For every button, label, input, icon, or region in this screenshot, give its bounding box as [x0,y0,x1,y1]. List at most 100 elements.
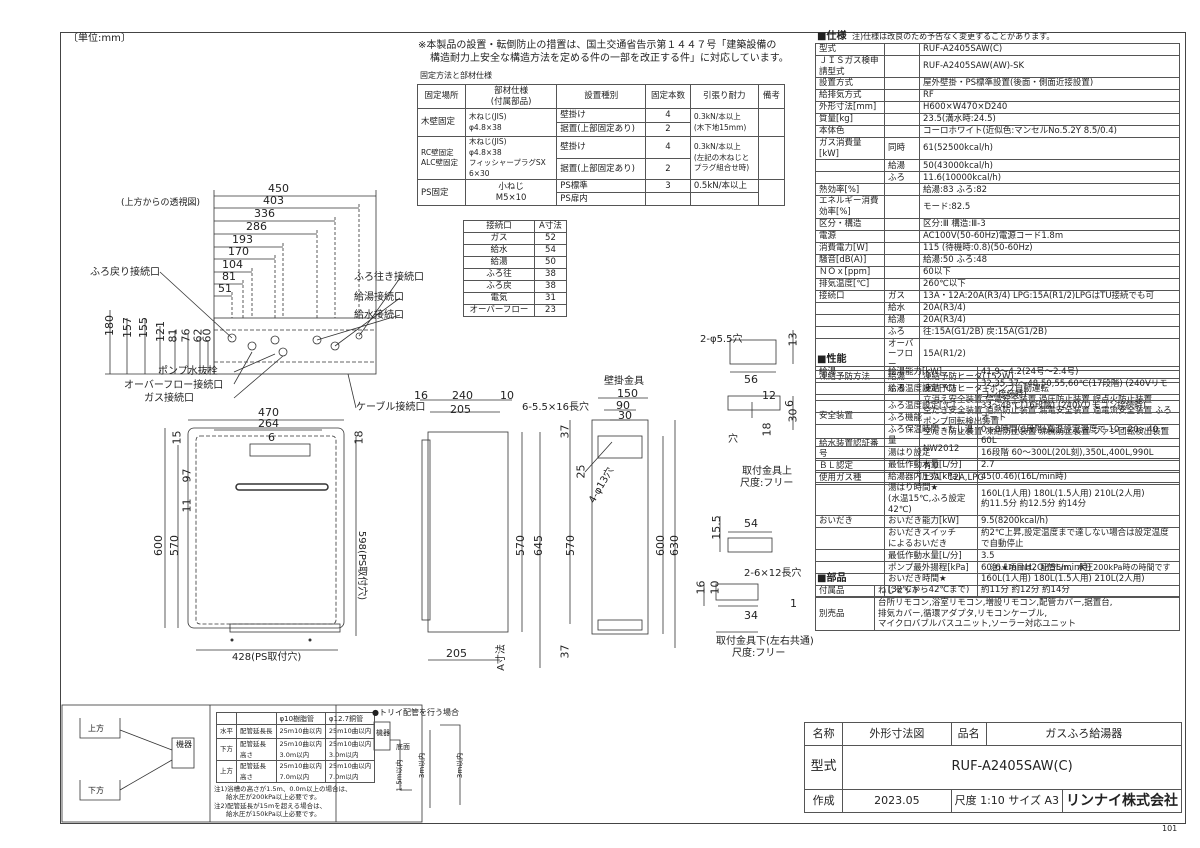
fit-bot-title: 取付金具下(左右共通) [716,636,814,647]
label-furo-return: ふろ戻り接続口 [90,267,160,278]
bracket-150: 150 [617,387,638,400]
label-hot: 給湯接続口 [354,292,404,303]
bracket-37: 37 [558,424,572,439]
spec-label: エネルギー消費効率[%] [815,195,885,219]
fix-part: 木ねじ(JIS) φ4.8×38 [464,108,558,137]
spec-label: 騒音[dB(A)] [815,253,885,267]
dim-height: 76 [179,328,193,343]
spec-value: 50(43000kcal/h) [919,159,1180,173]
spec-sub [884,101,920,115]
fit-bot-holes: 2-6×12長穴 [744,568,802,579]
spec-sub [884,77,920,91]
parts-value: 台所リモコン,浴室リモコン,増設リモコン,配管カバー,据置台, 排気カバー,循環… [874,597,1180,631]
dim-width: 450 [268,182,289,195]
spec-value: 給湯:83 ふろ:82 [919,183,1180,197]
spec-sub: ふろ [884,171,920,185]
fix-header: 備考 [757,84,786,109]
conn-value: 23 [533,304,568,317]
fit-top-13: 13 [786,332,800,347]
side-dim-205: 205 [450,403,471,416]
parts-label: 別売品 [815,597,875,631]
spec-label: 電源 [815,229,885,243]
spec-sub [884,277,920,291]
spec-row: ふろ往:15A(G1/2B) 戻:15A(G1/2B) [815,325,1180,339]
fit-top-30: 30 [786,408,800,423]
spec-label [815,527,885,551]
title-block: 名称 外形寸法図 品名 ガスふろ給湯器 型式 RUF-A2405SAW(C) 作… [803,722,1183,813]
fit-top-6: 6 [783,400,796,407]
pipe-header: φ12.7銅管 [324,712,376,725]
spec-sub: 給湯器内圧力[kPa] [884,470,978,484]
spec-value: 屋外壁掛・PS標準設置(後面・側面近接設置) [919,77,1180,91]
spec-value: 61(52500kcal/h) [919,137,1180,161]
side-dim-240: 240 [452,389,473,402]
pipe-cell: 配管延長 高さ [236,760,277,784]
spec-row: ＮＯｘ[ppm]60以下 [815,265,1180,279]
spec-value: 260℃以下 [919,277,1180,291]
spec-sub: ガス [884,289,920,303]
tb-created-value: 2023.05 [842,789,952,813]
spec-row: おいだきおいだき能力[kW]9.5(8200kcal/h) [815,515,1180,529]
front-dim-570: 570 [168,535,181,556]
pipe-cell: 25m10曲以内 3.0m以内 [324,737,376,762]
front-dim-11: 11 [180,498,194,513]
spec-value: 23.5(満水時:24.5) [919,113,1180,127]
dim-height: 121 [154,321,167,342]
bracket-outline [591,419,649,635]
spec-value: H600×W470×D240 [919,101,1180,115]
bracket-30: 30 [618,409,632,422]
fix-type: 壁掛け [556,136,647,159]
bracket-37b: 37 [558,644,572,659]
fit-top-56: 56 [744,373,758,386]
fix-type: PS扉内 [556,192,647,207]
spec-value: 160L(1人用) 180L(1.5人用) 210L(2人用) 約11.5分 約… [977,482,1180,517]
spec-value: 20A(R3/4) [919,313,1180,327]
pipe-cell: 25m10曲以内 3.0m以内 [275,737,326,762]
label-cable: ケーブル接続口 [356,402,426,413]
spec-label: 消費電力[W] [815,241,885,255]
spec-value: 115 (待機時:0.8)(50-60Hz) [919,241,1180,255]
spec-sub: 湯はり設定 [884,446,978,460]
spec-row: 外形寸法[mm]H600×W470×D240 [815,101,1180,115]
spec-label: 質量[kg] [815,113,885,127]
pipe-cell: 配管延長長 [236,724,277,739]
bracket-25: 25 [574,464,588,479]
bracket-title: 壁掛金具 [604,376,644,387]
spec-sub: ふろ温度設定[℃] [884,400,978,414]
spec-value: コーロホワイト(近似色:マンセルNo.5.2Y 8.5/0.4) [919,125,1180,139]
perf-note: 注)★項目は、配管5m、水圧200kPa時の時間です [990,563,1171,572]
spec-label: 熱効率[%] [815,183,885,197]
spec-value: 約2℃上昇,設定温度まで達しない場合は設定温度で自動停止 [977,527,1180,551]
spec-label: 本体色 [815,125,885,139]
spec-sub: 同時 [884,137,920,161]
spec-label [815,470,885,484]
spec-value: RUF-A2405SAW(C) [919,43,1180,56]
label-water: 給水接続口 [354,310,404,321]
spec-sub: 給湯 [884,313,920,327]
fit-top-title: 取付金具上 [742,466,792,477]
dim-width: 403 [263,194,284,207]
bracket-630: 630 [668,535,681,556]
fix-table-title: 固定方法と部材仕様 [420,71,492,80]
fit-bot-15-5: 15.5 [709,515,723,540]
spec-value: 41.9～4.2(24号～2.4号) [977,366,1180,379]
tb-size-value: A3 [1044,793,1059,807]
fix-header: 引張り耐力 [689,84,759,109]
spec-sub [884,265,920,279]
label-overflow: オーバーフロー接続口 [124,380,224,391]
spec-value: 区分:Ⅲ 構造:Ⅲ-3 [919,217,1180,231]
fit-bot-16: 16 [694,580,708,595]
spec-sub [884,113,920,127]
fit-bot-scale: 尺度:フリー [732,648,786,659]
spec-label: 排気温度[℃] [815,277,885,291]
tb-name-label: 名称 [803,722,844,746]
front-dim-6: 6 [268,431,275,444]
spec-sub: 給湯温度設定[℃] [884,377,978,402]
trap-unit: 機器 [376,729,390,737]
pipe-note1b: 給水圧が200kPa以上必要です。 [226,793,321,801]
front-dim-ps-w: 428(PS取付穴) [232,652,302,663]
fit-bot-54: 54 [744,517,758,530]
spec-sub [884,54,920,79]
